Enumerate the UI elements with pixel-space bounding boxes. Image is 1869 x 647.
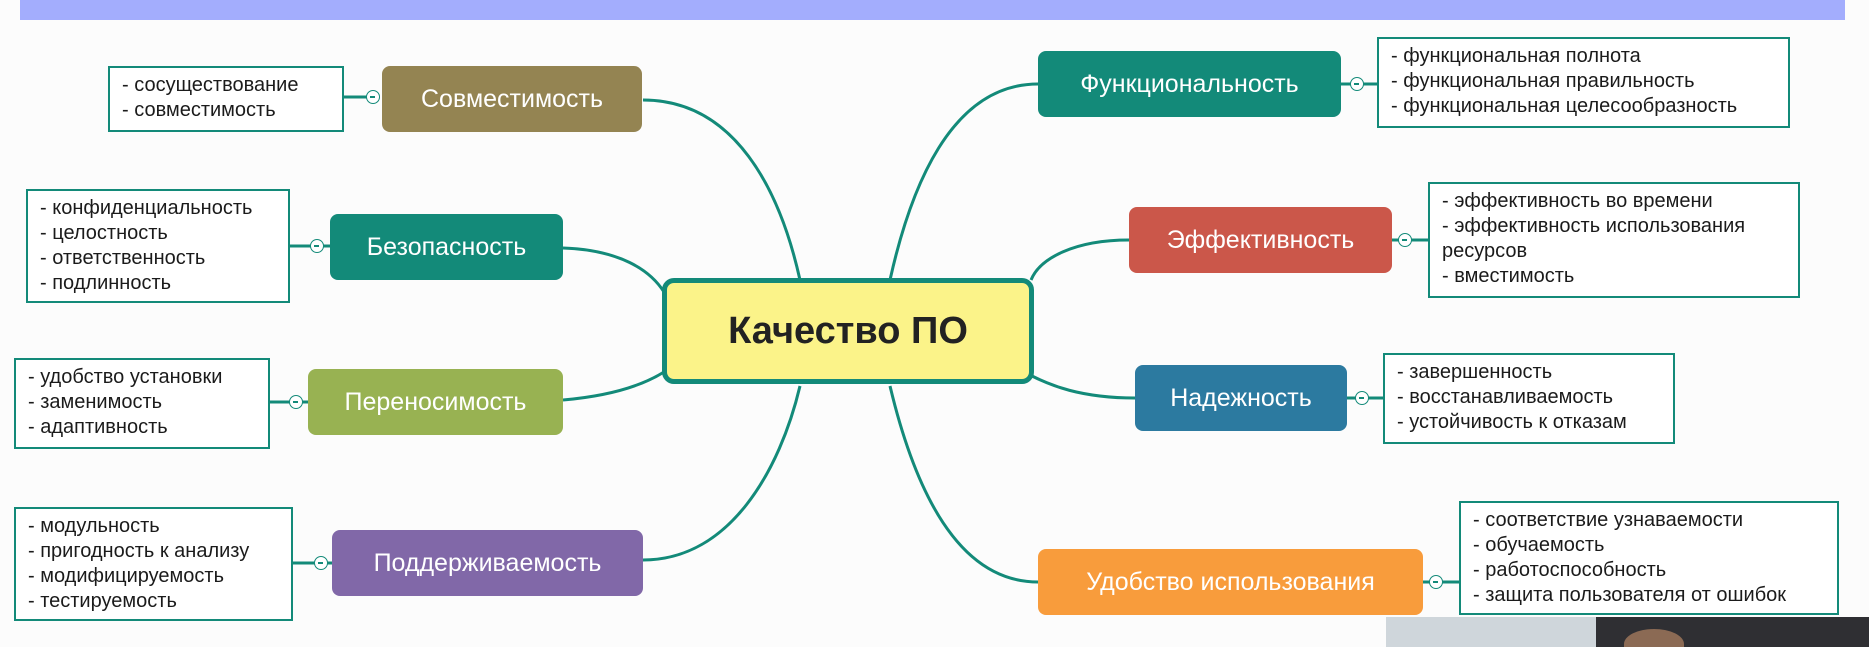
link-sovmestimost (642, 98, 802, 281)
central-topic-label: Качество ПО (728, 309, 968, 352)
notes-perenosimost: - удобство установки - заменимость - адапт… (14, 358, 270, 449)
note-item: - совместимость (122, 99, 276, 121)
note-item: - защита пользователя от ошибок (1473, 584, 1787, 606)
note-item: - работоспособность (1473, 559, 1667, 581)
note-item: - пригодность к анализу (28, 540, 250, 562)
topic-funktsionalnost[interactable]: Функциональность (1038, 51, 1341, 117)
topic-label: Эффективность (1166, 225, 1355, 254)
note-item: - адаптивность (28, 416, 168, 438)
link-perenosimost (562, 370, 665, 402)
note-item: - модифицируемость (28, 565, 224, 587)
topic-label: Надежность (1170, 383, 1312, 412)
note-item: - восстанавливаемость (1397, 386, 1614, 408)
note-item: - конфиденциальность (40, 197, 253, 219)
notes-udobstvo: - соответствие узнаваемости - обучаемость… (1459, 501, 1839, 615)
notes-bezopasnost: - конфиденциальность - целостность - ответ… (26, 189, 290, 303)
note-item: - функциональная полнота (1391, 45, 1641, 67)
topic-label: Поддерживаемость (373, 548, 602, 577)
topic-label: Безопасность (366, 232, 527, 261)
top-banner (20, 0, 1845, 20)
topic-sovmestimost[interactable]: Совместимость (382, 66, 642, 132)
topic-effektivnost[interactable]: Эффективность (1129, 207, 1392, 273)
topic-bezopasnost[interactable]: Безопасность (330, 214, 563, 280)
link-bezopasnost (562, 246, 666, 293)
collapse-toggle-icon[interactable] (310, 239, 324, 253)
link-podderzhivaemost (642, 385, 802, 562)
note-item: - целостность (40, 222, 168, 244)
link-nadezhnost (1031, 374, 1136, 400)
collapse-toggle-icon[interactable] (289, 395, 303, 409)
webcam-overlay (1386, 617, 1869, 647)
central-topic[interactable]: Качество ПО (662, 278, 1034, 384)
note-item: - функциональная правильность (1391, 70, 1695, 92)
topic-nadezhnost[interactable]: Надежность (1135, 365, 1347, 431)
note-item: - вместимость (1442, 265, 1575, 287)
note-item: - тестируемость (28, 590, 177, 612)
note-item: - обучаемость (1473, 534, 1605, 556)
notes-nadezhnost: - завершенность - восстанавливаемость - ус… (1383, 353, 1675, 444)
collapse-toggle-icon[interactable] (1355, 391, 1369, 405)
collapse-toggle-icon[interactable] (1398, 233, 1412, 247)
notes-funktsionalnost: - функциональная полнота - функциональная… (1377, 37, 1790, 128)
note-item: - эффективность использования ресурсов (1442, 215, 1746, 262)
note-item: - устойчивость к отказам (1397, 411, 1627, 433)
link-udobstvo (888, 385, 1039, 584)
note-item: - удобство установки (28, 366, 223, 388)
note-item: - сосуществование (122, 74, 299, 96)
collapse-toggle-icon[interactable] (366, 90, 380, 104)
collapse-toggle-icon[interactable] (314, 556, 328, 570)
topic-podderzhivaemost[interactable]: Поддерживаемость (332, 530, 643, 596)
topic-label: Переносимость (344, 387, 527, 416)
topic-perenosimost[interactable]: Переносимость (308, 369, 563, 435)
presenter-avatar (1624, 629, 1684, 647)
link-funktsionalnost (888, 82, 1039, 281)
note-item: - завершенность (1397, 361, 1553, 383)
topic-label: Функциональность (1080, 69, 1299, 98)
note-item: - заменимость (28, 391, 163, 413)
note-item: - ответственность (40, 247, 206, 269)
notes-sovmestimost: - сосуществование - совместимость (108, 66, 344, 132)
notes-effektivnost: - эффективность во времени - эффективност… (1428, 182, 1800, 298)
note-item: - подлинность (40, 272, 172, 294)
note-item: - соответствие узнаваемости (1473, 509, 1744, 531)
link-effektivnost (1029, 238, 1130, 281)
note-item: - эффективность во времени (1442, 190, 1713, 212)
topic-label: Совместимость (420, 84, 604, 113)
note-item: - модульность (28, 515, 160, 537)
topic-label: Удобство использования (1086, 567, 1375, 596)
notes-podderzhivaemost: - модульность - пригодность к анализу - мо… (14, 507, 293, 621)
collapse-toggle-icon[interactable] (1350, 77, 1364, 91)
collapse-toggle-icon[interactable] (1429, 575, 1443, 589)
webcam-background (1386, 617, 1596, 647)
note-item: - функциональная целесообразность (1391, 95, 1738, 117)
topic-udobstvo[interactable]: Удобство использования (1038, 549, 1423, 615)
